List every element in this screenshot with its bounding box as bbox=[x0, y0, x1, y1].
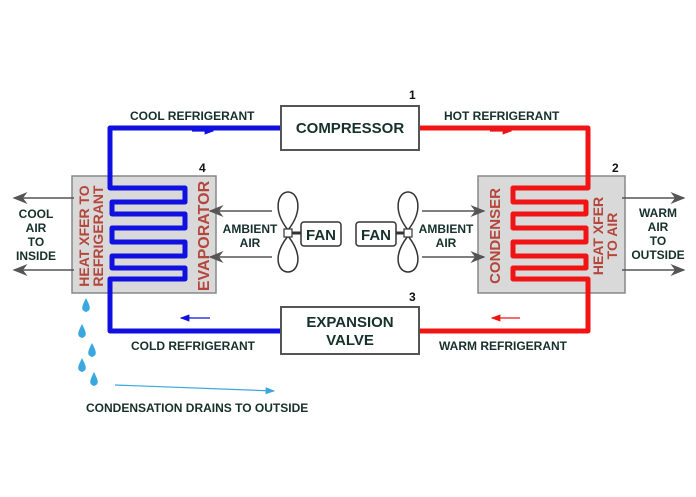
expansion-valve-box bbox=[280, 306, 420, 355]
right-fan-icon bbox=[396, 191, 419, 273]
condensation-arrow bbox=[114, 384, 276, 395]
evaporator-side-label-1: HEAT XFER TO bbox=[76, 185, 92, 286]
ambient-air-right-2: AIR bbox=[436, 236, 457, 250]
hot-refrigerant-line bbox=[419, 125, 591, 334]
cold-refrigerant-line bbox=[107, 125, 281, 334]
inside-label: COOL bbox=[19, 207, 54, 221]
compressor-box bbox=[280, 105, 420, 151]
condenser-box bbox=[477, 175, 626, 294]
condenser-label: CONDENSER bbox=[487, 188, 504, 284]
cool-refrigerant-label: COOL REFRIGERANT bbox=[130, 109, 255, 123]
ambient-air-left-2: AIR bbox=[240, 236, 261, 250]
right-fan-label-box bbox=[355, 221, 397, 247]
outside-label: WARM bbox=[639, 206, 677, 220]
condensation-label: CONDENSATION DRAINS TO OUTSIDE bbox=[86, 401, 308, 415]
ambient-air-right-1: AMBIENT bbox=[419, 222, 474, 236]
outside-label: OUTSIDE bbox=[631, 248, 684, 262]
evaporator-side-label-2: REFRIGERANT bbox=[90, 185, 106, 287]
outside-label: TO bbox=[650, 234, 666, 248]
compressor-number: 1 bbox=[409, 88, 416, 102]
cold-refrigerant-label: COLD REFRIGERANT bbox=[131, 339, 256, 353]
water-drops-icon bbox=[78, 298, 98, 386]
evaporator-label: EVAPORATOR bbox=[196, 180, 213, 291]
left-fan-label: FAN bbox=[306, 227, 336, 244]
hot-refrigerant-label: HOT REFRIGERANT bbox=[444, 109, 560, 123]
inside-label: AIR bbox=[26, 221, 47, 235]
compressor-label: COMPRESSOR bbox=[296, 120, 405, 137]
right-fan-label: FAN bbox=[361, 227, 391, 244]
condenser-side-label-1: HEAT XFER bbox=[590, 197, 606, 275]
left-fan-icon bbox=[277, 191, 301, 273]
condenser-number: 2 bbox=[612, 161, 619, 175]
left-fan-label-box bbox=[300, 221, 342, 247]
evaporator-box bbox=[71, 175, 217, 294]
expansion-valve-number: 3 bbox=[409, 290, 416, 304]
evaporator-number: 4 bbox=[199, 161, 206, 175]
inside-label: TO bbox=[28, 235, 44, 249]
inside-label: INSIDE bbox=[16, 249, 56, 263]
condenser-side-label-2: TO AIR bbox=[604, 213, 620, 260]
warm-refrigerant-label: WARM REFRIGERANT bbox=[439, 339, 568, 353]
outside-label: AIR bbox=[648, 220, 669, 234]
ambient-air-left-1: AMBIENT bbox=[223, 222, 278, 236]
expansion-valve-label-2: VALVE bbox=[326, 332, 374, 349]
expansion-valve-label-1: EXPANSION bbox=[306, 314, 393, 331]
